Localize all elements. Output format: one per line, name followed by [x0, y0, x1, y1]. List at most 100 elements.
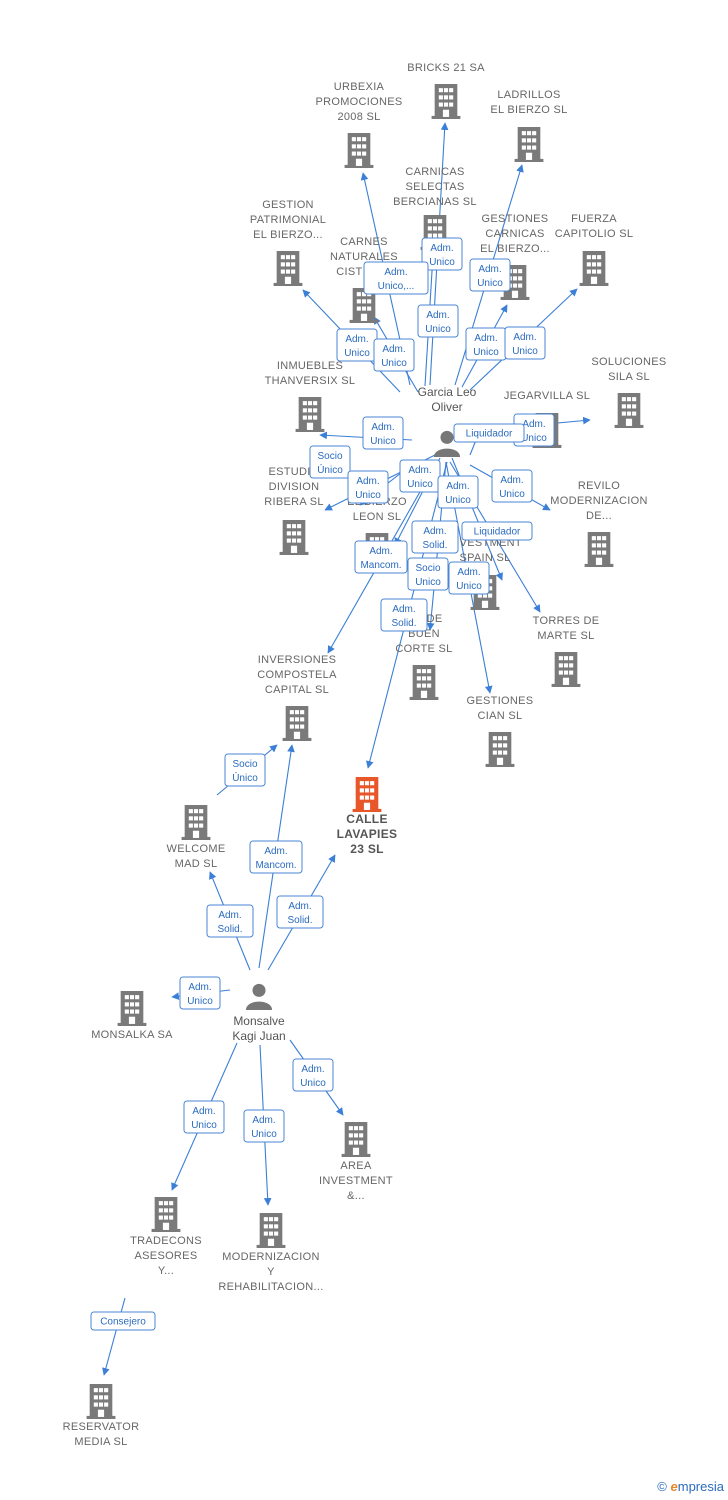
- node-label-line: DIVISION: [269, 481, 320, 493]
- node-label-line: MARTE SL: [537, 630, 594, 642]
- role-badge[interactable]: Adm.Unico: [336, 328, 378, 362]
- role-badge[interactable]: Adm.Solid.: [206, 904, 254, 938]
- node-label-line: RESERVATOR: [63, 1421, 140, 1433]
- building-icon: [341, 1122, 371, 1157]
- role-badge[interactable]: Consejero: [90, 1311, 156, 1331]
- badge-text: Socio: [415, 563, 440, 574]
- node-label-line: GESTIONES: [467, 695, 534, 707]
- role-badge[interactable]: Adm.Unico: [243, 1109, 285, 1143]
- role-badge[interactable]: Adm.Mancom.: [354, 540, 408, 574]
- building-icon: [151, 1197, 181, 1232]
- company-node-jegarvilla[interactable]: JEGARVILLA SL: [504, 390, 590, 448]
- role-badge[interactable]: Liquidador: [461, 521, 533, 541]
- company-node-monsalka[interactable]: MONSALKA SA: [91, 991, 173, 1041]
- node-label-line: ASESORES: [135, 1250, 198, 1262]
- node-label-line: SPAIN SL: [459, 552, 510, 564]
- building-icon: [614, 393, 644, 428]
- role-badge[interactable]: Adm. Solid.: [276, 895, 324, 929]
- copyright-icon: ©: [657, 1479, 667, 1494]
- role-badge[interactable]: Adm.Unico: [399, 459, 441, 493]
- role-badge[interactable]: Adm.Unico: [465, 327, 507, 361]
- role-badge[interactable]: Adm.Unico: [373, 338, 415, 372]
- badge-text: Consejero: [100, 1317, 146, 1328]
- badge-box: [437, 475, 479, 509]
- company-node-revilo[interactable]: REVILOMODERNIZACIONDE...: [550, 480, 647, 567]
- node-label-line: INVESTMENT: [319, 1175, 393, 1187]
- node-label-line: WELCOME: [167, 843, 226, 855]
- building-icon: [117, 991, 147, 1026]
- badge-text: Adm.: [426, 310, 449, 321]
- role-badge[interactable]: Adm.Unico: [417, 304, 459, 338]
- role-badge[interactable]: Adm.Unico: [504, 326, 546, 360]
- role-badge[interactable]: Adm.Unico,...: [363, 261, 429, 295]
- role-badge[interactable]: Adm. Unico: [421, 237, 463, 271]
- badge-text: Adm.: [500, 475, 523, 486]
- role-badge[interactable]: Adm.Unico: [491, 469, 533, 503]
- node-label-line: Oliver: [431, 400, 462, 414]
- badge-box: [453, 423, 525, 443]
- node-label-line: AREA: [340, 1160, 372, 1172]
- badge-box: [411, 520, 459, 554]
- footer-brand[interactable]: © empresia: [657, 1479, 724, 1494]
- role-badge[interactable]: Adm.Unico: [347, 470, 389, 504]
- badge-text: Adm.: [392, 604, 415, 615]
- badge-text: Unico: [429, 257, 455, 268]
- company-node-modern[interactable]: MODERNIZACIONYREHABILITACION...: [218, 1213, 323, 1293]
- role-badge[interactable]: Adm.Unico: [179, 976, 221, 1010]
- badge-text: Solid.: [287, 915, 312, 926]
- building-icon: [295, 397, 325, 432]
- badge-box: [243, 1109, 285, 1143]
- role-badge[interactable]: Adm.Unico: [183, 1100, 225, 1134]
- role-badge[interactable]: Adm. Unico: [362, 416, 404, 450]
- badge-text: Unico: [370, 436, 396, 447]
- badge-text: Unico: [344, 348, 370, 359]
- badge-text: Unico: [187, 996, 213, 1007]
- brand-e: e: [670, 1479, 678, 1494]
- role-badge[interactable]: Adm.Unico: [469, 258, 511, 292]
- role-badge[interactable]: Adm.Unico: [437, 475, 479, 509]
- role-badge[interactable]: Adm.Solid.: [411, 520, 459, 554]
- role-badge[interactable]: Adm.Solid.: [380, 598, 428, 632]
- badge-text: Unico,...: [378, 281, 415, 292]
- node-label-line: BRICKS 21 SA: [407, 62, 485, 74]
- node-label-line: MODERNIZACION: [550, 495, 647, 507]
- company-node-bricks[interactable]: BRICKS 21 SA: [407, 62, 485, 119]
- node-label-line: CAPITAL SL: [265, 684, 329, 696]
- role-badge[interactable]: Adm.Unico: [448, 561, 490, 595]
- badge-box: [407, 557, 449, 591]
- building-icon: [181, 805, 211, 840]
- role-badge[interactable]: Adm.Mancom.: [249, 840, 303, 874]
- role-badge[interactable]: Adm.Unico: [292, 1058, 334, 1092]
- node-label-line: CARNICAS: [405, 166, 464, 178]
- badge-box: [179, 976, 221, 1010]
- badge-text: Adm.: [430, 243, 453, 254]
- badge-text: Adm.: [371, 422, 394, 433]
- role-badge[interactable]: Liquidador: [453, 423, 525, 443]
- company-node-tradecons[interactable]: TRADECONSASESORESY...: [130, 1197, 202, 1277]
- company-node-area[interactable]: AREAINVESTMENT&...: [319, 1122, 393, 1202]
- badge-text: Socio: [317, 451, 342, 462]
- node-label-line: THANVERSIX SL: [265, 375, 356, 387]
- badge-text: Adm.: [288, 901, 311, 912]
